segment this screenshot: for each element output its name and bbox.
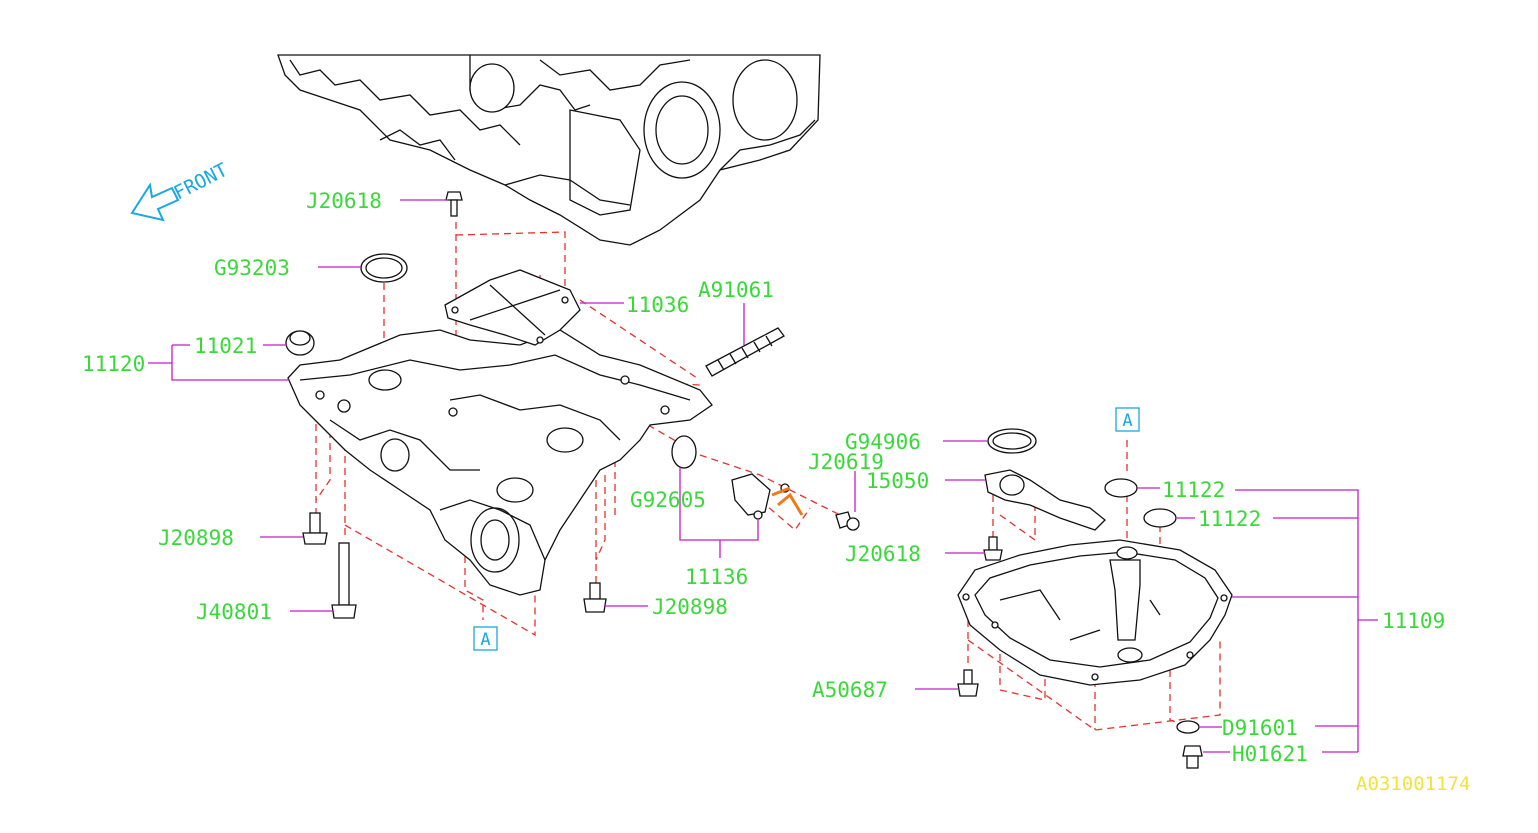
front-label: FRONT [170, 159, 231, 205]
drain-plug-h01621 [1182, 745, 1203, 769]
label-11120[interactable]: 11120 [82, 352, 145, 376]
gasket-11122-b [1143, 508, 1177, 528]
label-j20898-right[interactable]: J20898 [652, 595, 728, 619]
front-arrow-icon [130, 182, 180, 222]
bolt-j20618-top [445, 191, 463, 217]
gasket-11122-a [1104, 478, 1138, 498]
washer-d91601 [1176, 720, 1200, 734]
label-11122-b[interactable]: 11122 [1198, 507, 1261, 531]
bolt-j20898-left [302, 512, 328, 545]
label-11021[interactable]: 11021 [194, 334, 257, 358]
label-11136[interactable]: 11136 [685, 565, 748, 589]
label-j40801[interactable]: J40801 [196, 600, 272, 624]
svg-text:A: A [480, 630, 490, 650]
label-11109[interactable]: 11109 [1382, 609, 1445, 633]
bolt-j40801 [331, 542, 357, 619]
svg-text:A: A [1122, 411, 1132, 431]
engine-block [277, 54, 821, 246]
ref-mark-a-left: A [473, 626, 498, 651]
label-g93203[interactable]: G93203 [214, 256, 290, 280]
bolt-a50687 [957, 669, 979, 697]
catalog-code: A031001174 [1356, 773, 1470, 795]
oil-pan-upper-body [287, 329, 713, 596]
label-d91601[interactable]: D91601 [1222, 716, 1298, 740]
label-j20898-left[interactable]: J20898 [158, 526, 234, 550]
o-ring-g92605 [671, 435, 697, 469]
ref-mark-a-right: A [1115, 407, 1140, 432]
leader-lines [148, 199, 1378, 753]
label-11122-a[interactable]: 11122 [1162, 478, 1225, 502]
label-j20618-right[interactable]: J20618 [845, 542, 921, 566]
sensor-harness [771, 486, 804, 516]
bolt-j20618-right [983, 536, 1003, 561]
sensor-11136 [731, 473, 804, 520]
baffle-plate-11036 [444, 269, 581, 346]
bolt-j20619 [835, 511, 860, 531]
label-j20619[interactable]: J20619 [808, 450, 884, 474]
stud-a91061 [705, 327, 785, 377]
label-a50687[interactable]: A50687 [812, 678, 888, 702]
label-h01621[interactable]: H01621 [1232, 742, 1308, 766]
oil-strainer-15050 [984, 469, 1106, 531]
label-a91061[interactable]: A91061 [698, 278, 774, 302]
bolt-j20898-right [583, 582, 607, 613]
label-j20618-top[interactable]: J20618 [306, 189, 382, 213]
label-11036[interactable]: 11036 [626, 293, 689, 317]
label-g92605[interactable]: G92605 [630, 488, 706, 512]
oil-pan-11109 [957, 539, 1233, 686]
label-g94906[interactable]: G94906 [845, 430, 921, 454]
plug-11021 [285, 330, 315, 356]
label-15050[interactable]: 15050 [866, 469, 929, 493]
